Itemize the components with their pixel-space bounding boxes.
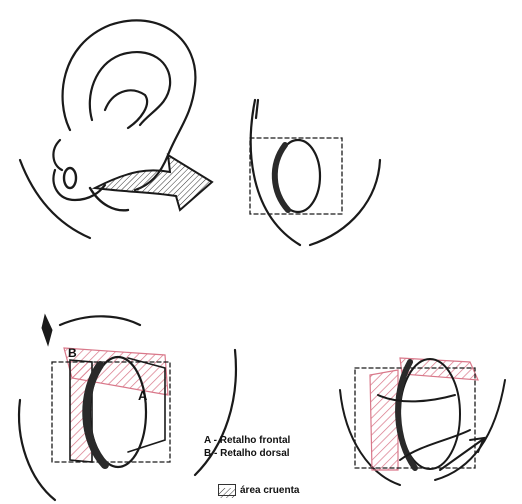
transition-arrow <box>95 155 212 210</box>
neck-contour-3 <box>19 400 55 500</box>
ear-inner-fold <box>90 52 170 125</box>
hatch-swatch <box>218 484 236 496</box>
mark-blot <box>42 315 52 345</box>
rotation-arrow <box>440 440 482 470</box>
legend-line-a: A - Retalho frontal <box>204 434 290 447</box>
ear-drawing <box>20 20 195 238</box>
legend-hatch-label: área cruenta <box>240 485 299 496</box>
hatch-swatch-svg <box>219 488 235 498</box>
excision-panel <box>250 100 380 245</box>
flaps-panel <box>19 315 236 500</box>
rotated-flap-left <box>370 370 398 470</box>
tick-mark-2 <box>256 100 258 118</box>
ear-lobe-outline <box>54 170 105 200</box>
legend-line-b: B - Retalho dorsal <box>204 447 290 460</box>
ear-tragus <box>53 140 62 170</box>
legend: A - Retalho frontal B - Retalho dorsal <box>204 434 290 460</box>
rotation-panel <box>340 358 505 485</box>
flap-label-a: A <box>138 389 147 402</box>
head-curve-3 <box>60 316 140 325</box>
earlobe-keloid <box>64 168 76 188</box>
excision-shading <box>275 145 288 210</box>
legend-key: área cruenta <box>218 484 299 496</box>
flap-label-b: B <box>68 347 77 359</box>
